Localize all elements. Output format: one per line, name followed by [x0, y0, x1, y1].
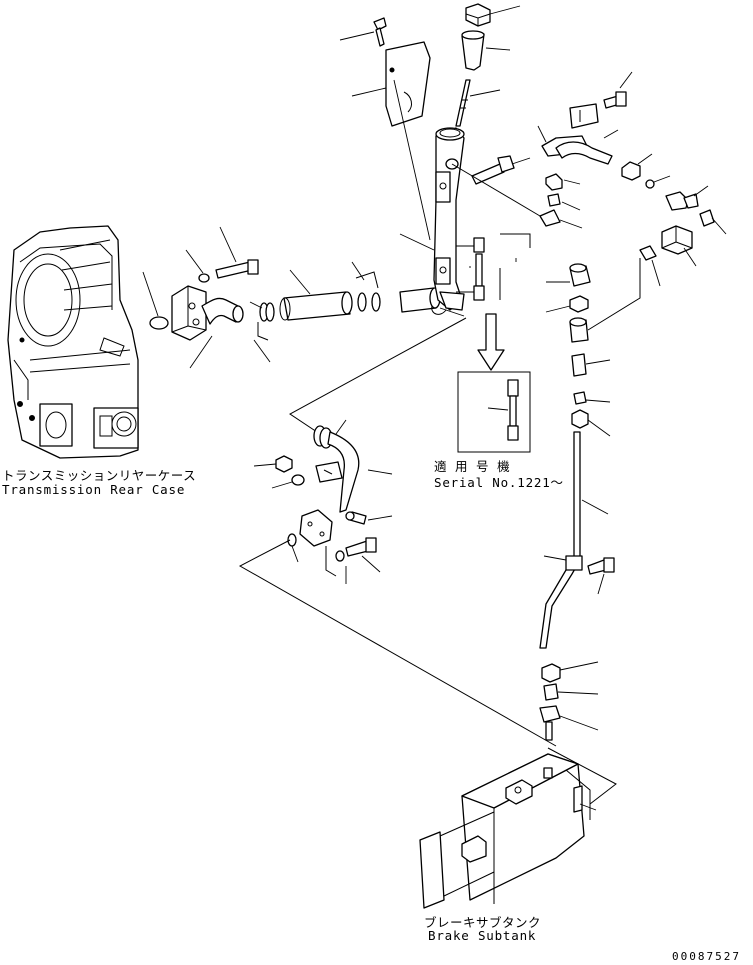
transmission-label-en: Transmission Rear Case: [2, 482, 186, 497]
serial-inset: [457, 371, 531, 453]
clamp-icon: [257, 302, 275, 341]
subtank-label-jp: ブレーキサブタンク: [424, 915, 542, 930]
filler-pipe-icon: [431, 127, 465, 315]
elbow-icon: [539, 209, 561, 227]
hose-icon: [399, 287, 441, 313]
bracket-icon: [385, 41, 431, 127]
subtank-icon: [419, 753, 591, 909]
sight-gauge-icon: [456, 237, 485, 301]
bolt-icon: [471, 155, 515, 185]
transmission-case-icon: [7, 225, 139, 459]
serial-label-en: Serial No.1221～: [434, 475, 564, 490]
adapter-icon: [639, 245, 657, 261]
tube-icon: [327, 431, 360, 513]
washer-icon: [291, 474, 305, 486]
cap-icon: [465, 3, 491, 27]
bolt-icon: [373, 17, 387, 47]
washer-icon: [198, 273, 210, 283]
nut-icon: [545, 173, 563, 191]
adapter-icon: [569, 263, 591, 287]
bolt-icon: [215, 259, 259, 279]
bolt-icon: [345, 537, 377, 557]
hose-icon: [279, 291, 353, 321]
subtank-label-en: Brake Subtank: [428, 928, 537, 943]
hose-icon: [201, 297, 244, 325]
nut-icon: [275, 455, 293, 473]
adapter-icon: [539, 705, 561, 741]
bracket-icon: [315, 461, 343, 483]
o-ring-icon: [149, 316, 169, 330]
adapter-icon: [573, 391, 587, 405]
adapter-icon: [547, 193, 561, 207]
flange-icon: [299, 509, 333, 547]
adapter-icon: [699, 209, 715, 227]
elbow-icon: [569, 317, 589, 343]
nut-icon: [541, 663, 561, 683]
clamp-icon: [355, 271, 381, 312]
adapter-icon: [543, 683, 559, 701]
elbow-icon: [661, 225, 693, 255]
elbow-icon: [555, 141, 613, 165]
transmission-label-jp: トランスミッションリヤーケース: [2, 468, 197, 483]
nut-icon: [621, 161, 641, 181]
arrow-down-icon: [477, 313, 505, 371]
tube-icon: [539, 431, 583, 649]
bolt-icon: [603, 91, 627, 109]
bolt-icon: [345, 511, 367, 525]
serial-label-jp: 適 用 号 機: [434, 459, 511, 474]
adapter-icon: [571, 353, 587, 377]
drawing-code: 00087527: [672, 950, 741, 963]
nut-icon: [571, 409, 589, 429]
bolt-icon: [587, 557, 615, 575]
flange-icon: [171, 285, 207, 341]
washer-icon: [335, 550, 345, 562]
nut-icon: [569, 295, 589, 313]
dipstick-icon: [455, 79, 471, 127]
adapter-icon: [645, 179, 655, 189]
strainer-icon: [461, 30, 485, 71]
elbow-icon: [665, 191, 699, 211]
